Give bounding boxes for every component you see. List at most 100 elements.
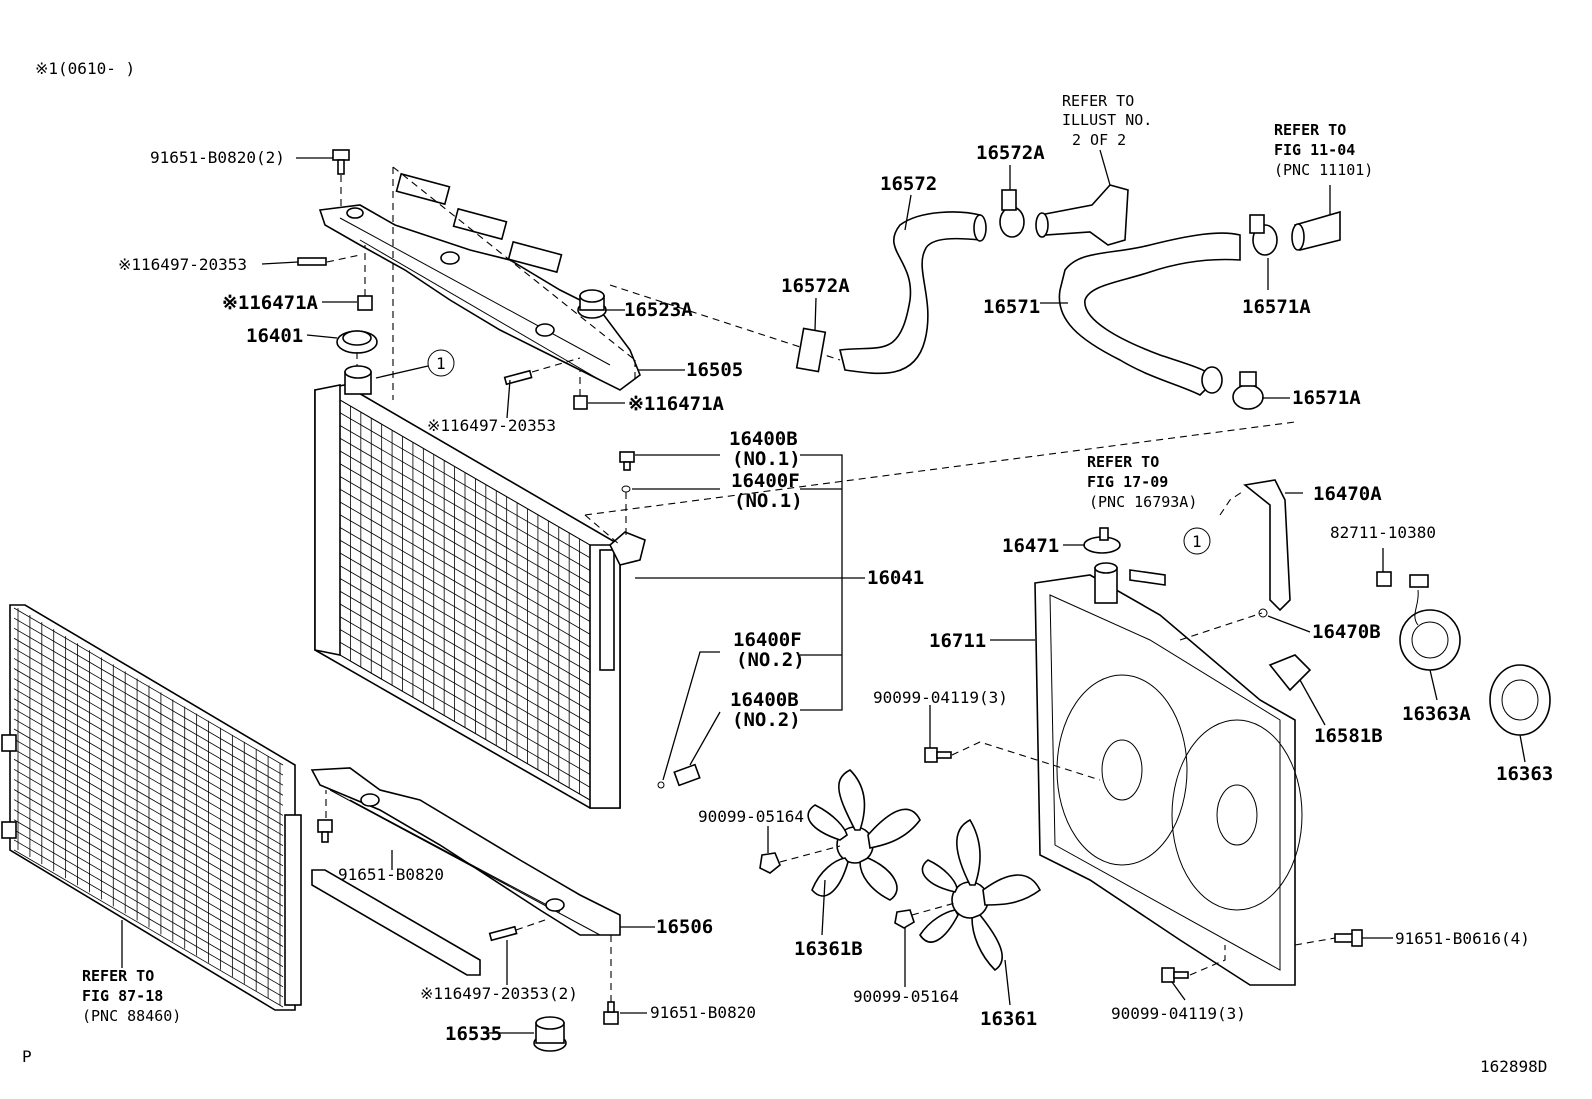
fan-motor-16363a (1399, 574, 1461, 671)
label-16711: 16711 (929, 630, 986, 652)
label-91651-b0616-4: 91651-B0616(4) (1395, 929, 1530, 948)
label-16400f-no1-qual: (NO.1) (734, 490, 803, 512)
ref-fig-17-09-line2: FIG 17-09 (1087, 473, 1168, 491)
bolt-91651-b0820-mid (317, 819, 333, 843)
seal-strip (311, 869, 481, 976)
clamp-16471 (1083, 527, 1121, 554)
label-90099-05164-bottom: 90099-05164 (853, 987, 959, 1006)
label-16497-20353-top: ※116497-20353 (118, 255, 247, 274)
callout-1-right: 1 (1183, 527, 1211, 555)
label-16471a-mid: ※116471A (628, 393, 725, 415)
label-16581b: 16581B (1314, 725, 1383, 747)
label-16505: 16505 (686, 359, 743, 381)
ref-fig-87-18-line2: FIG 87-18 (82, 987, 163, 1005)
label-16523a: 16523A (624, 299, 693, 321)
ref-illust-line3: 2 OF 2 (1072, 131, 1126, 149)
label-16571a-right: 16571A (1292, 387, 1361, 409)
hose-clamp-16572a-top (999, 189, 1025, 238)
label-16497-20353-mid: ※116497-20353 (427, 416, 556, 435)
callout-1-top: 1 (427, 349, 455, 377)
label-91651-b0820-2: 91651-B0820(2) (150, 148, 285, 167)
fan-16361 (919, 818, 1042, 972)
label-16400f-no2-qual: (NO.2) (736, 649, 805, 671)
label-16506: 16506 (656, 916, 713, 938)
label-16572a-top: 16572A (976, 142, 1045, 164)
fan-motor-16363 (1489, 664, 1551, 736)
bolt-91651-b0820-top (332, 149, 350, 175)
screw-16497-20353-mid (503, 369, 533, 386)
label-16497-20353-2: ※116497-20353(2) (420, 984, 578, 1003)
label-90099-05164-left: 90099-05164 (698, 807, 804, 826)
ref-fig-87-18-line1: REFER TO (82, 967, 154, 985)
screw-16497-20353-bottom (488, 925, 518, 942)
fan-shroud-16711 (1034, 562, 1303, 986)
label-16361b: 16361B (794, 938, 863, 960)
label-16400b-no2: 16400B (730, 689, 799, 711)
grommet-16523a (577, 289, 607, 319)
ref-fig-11-04-line2: FIG 11-04 (1274, 141, 1355, 159)
label-82711-10380: 82711-10380 (1330, 523, 1436, 542)
label-16470b: 16470B (1312, 621, 1381, 643)
lower-hose-16571 (1058, 232, 1241, 396)
condenser-88460 (1, 604, 302, 1011)
condenser-core-fins (13, 607, 284, 1008)
label-16571a-top: 16571A (1242, 296, 1311, 318)
label-16401: 16401 (246, 325, 303, 347)
label-16361: 16361 (980, 1008, 1037, 1030)
label-16400f-no1: 16400F (731, 470, 800, 492)
screw-90099-04119-bottom (1161, 967, 1189, 983)
label-16400b-no1-qual: (NO.1) (732, 448, 801, 470)
clip-16470b (1258, 608, 1268, 618)
clip-16471a-top (357, 295, 373, 311)
figure-id: 162898D (1480, 1057, 1547, 1076)
bolt-91651-b0616 (1334, 929, 1363, 947)
radiator-cap-16401 (336, 330, 378, 354)
label-16363: 16363 (1496, 763, 1553, 785)
hose-clamp-16572a-left (795, 327, 827, 373)
radiator-16041 (314, 365, 646, 809)
label-16471: 16471 (1002, 535, 1059, 557)
connector-82711-10380 (1376, 571, 1392, 587)
label-16471a-top: ※116471A (222, 292, 319, 314)
label-16400b-no2-qual: (NO.2) (732, 709, 801, 731)
ref-fig-17-09-line1: REFER TO (1087, 453, 1159, 471)
label-16470a: 16470A (1313, 483, 1382, 505)
label-16572a-left: 16572A (781, 275, 850, 297)
ref-fig-11-04-line3: (PNC 11101) (1274, 161, 1373, 179)
svg-text:1: 1 (436, 354, 446, 373)
label-91651-b0820-bottom: 91651-B0820 (650, 1003, 756, 1022)
ref-illust-line2: ILLUST NO. (1062, 111, 1152, 129)
overflow-hose-16470a (1243, 479, 1291, 612)
engine-pipe (1291, 210, 1341, 251)
screw-16497-20353-top (297, 257, 327, 266)
o-ring-16400f-no2 (657, 781, 665, 789)
bolt-91651-b0820-bottom (603, 1001, 619, 1025)
upper-support-bracket (318, 172, 641, 391)
label-16572: 16572 (880, 173, 937, 195)
upper-hose-16572 (839, 211, 987, 375)
nut-90099-05164-left (759, 852, 781, 874)
svg-text:1: 1 (1192, 532, 1202, 551)
footer-left-mark: P (22, 1047, 32, 1066)
label-16571: 16571 (983, 296, 1040, 318)
header-note: ※1(0610- ) (35, 59, 135, 78)
label-16041: 16041 (867, 567, 924, 589)
hose-clamp-16571a-top (1249, 214, 1278, 256)
cushion-16535 (533, 1016, 567, 1052)
label-16363a: 16363A (1402, 703, 1471, 725)
label-16535: 16535 (445, 1023, 502, 1045)
drain-plug-16400b-no2 (673, 763, 701, 787)
screw-90099-04119-top (924, 747, 952, 763)
fan-16361b (807, 769, 921, 901)
bracket-16581b (1268, 654, 1312, 692)
lower-support-bracket (310, 767, 621, 936)
nut-90099-05164-bottom (894, 909, 915, 929)
ref-fig-17-09-line3: (PNC 16793A) (1089, 493, 1197, 511)
label-16400b-no1: 16400B (729, 428, 798, 450)
o-ring-16400f-no1 (621, 485, 631, 493)
ref-fig-11-04-line1: REFER TO (1274, 121, 1346, 139)
outlet-fitting (1035, 184, 1129, 246)
ref-fig-87-18-line3: (PNC 88460) (82, 1007, 181, 1025)
